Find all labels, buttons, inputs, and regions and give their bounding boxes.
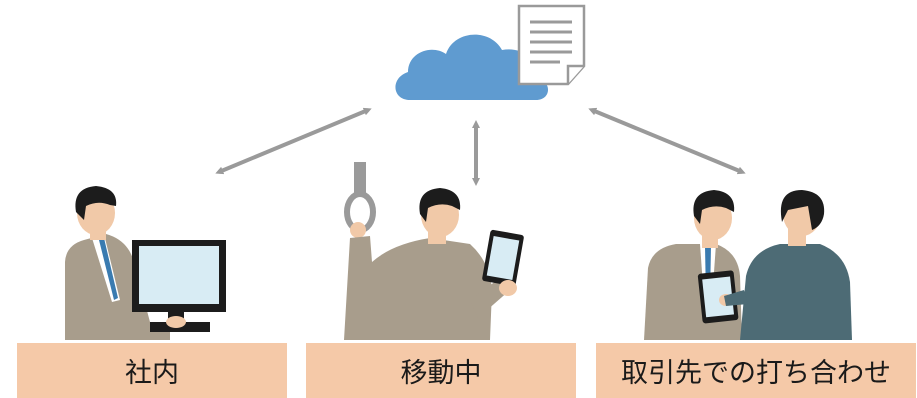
label-client-meeting: 取引先での打ち合わせ [596,343,916,398]
label-moving-text: 移動中 [400,358,482,389]
commuter-illustration [344,162,524,340]
meeting-illustration [644,190,852,340]
office-worker-illustration [65,186,226,340]
arrow-client-cloud [588,107,746,175]
label-moving: 移動中 [306,343,576,398]
label-office: 社内 [17,343,287,398]
arrow-office-cloud [215,107,372,175]
cloud-icon [395,34,548,100]
label-client-meeting-text: 取引先での打ち合わせ [621,358,891,389]
document-icon [517,4,586,86]
label-office-text: 社内 [125,358,179,389]
